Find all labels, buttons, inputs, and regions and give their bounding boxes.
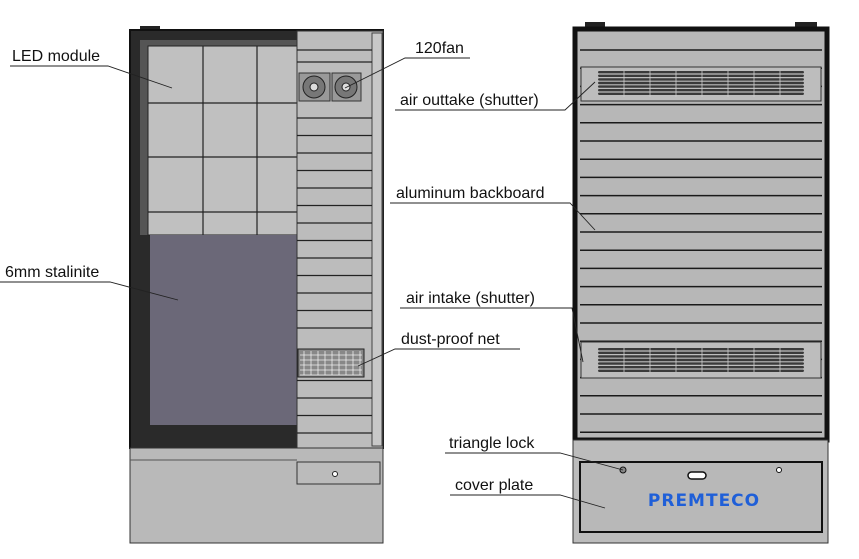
dust-proof-net [297,348,365,378]
louver [598,78,804,81]
cover-plate [579,461,823,533]
louver [598,92,804,95]
air-intake-shutter [580,341,822,379]
triangle-lock-icon [776,467,782,473]
louver [598,74,804,77]
back-view-unit: PREMTECO [572,22,830,544]
led-module-grid [147,45,298,236]
label-air-outtake: air outtake (shutter) [400,92,539,109]
louver [598,351,804,354]
louver [598,369,804,372]
louver [598,81,804,85]
label-stalinite: 6mm stalinite [5,264,99,281]
label-cover-plate: cover plate [455,477,533,494]
louver [598,366,804,369]
label-led-module: LED module [12,48,100,65]
leader-lines [0,57,624,509]
label-dust-net: dust-proof net [401,331,500,348]
label-air-intake: air intake (shutter) [406,290,535,307]
label-aluminum-backboard: aluminum backboard [396,185,545,202]
louver [598,358,804,362]
louver [598,348,804,351]
side-slats [297,49,372,434]
louver [598,85,804,88]
side-box [296,461,381,485]
label-fan: 120fan [415,40,464,57]
handle-icon [687,471,707,480]
louver [598,362,804,365]
louver [598,71,804,74]
louver [598,355,804,358]
label-triangle-lock: triangle lock [449,435,535,452]
air-outtake-shutter [580,66,822,102]
stalinite-glass [150,235,297,425]
front-view-unit [129,26,384,544]
fan-icon [298,72,362,102]
louver [598,89,804,92]
brand-logo: PREMTECO [648,491,760,511]
